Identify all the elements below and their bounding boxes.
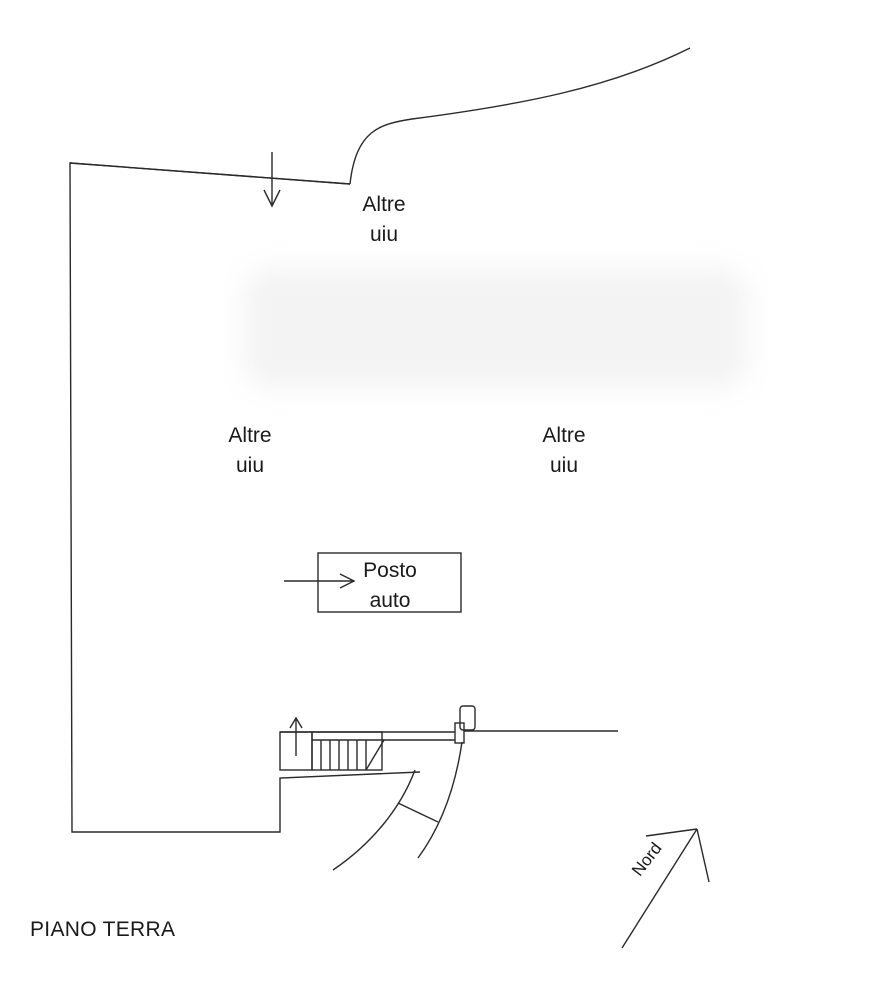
outer-wall-top [69,162,351,185]
label-line: Altre [542,424,586,447]
label-line: Altre [362,193,406,216]
label-line: Altre [228,424,272,447]
redacted-area [244,268,748,388]
gate-pillar [454,705,618,744]
stairs-up-arrow-icon [289,716,303,756]
curved-boundary [349,47,691,185]
label-altre-uiu-right: Altre uiu [532,421,596,481]
label-line: auto [369,589,411,612]
plan-title: PIANO TERRA [30,918,176,941]
label-line: uiu [235,454,265,477]
entrance-arrow-icon [263,152,281,208]
posto-auto-box [317,552,462,613]
posto-auto-arrow-icon [284,573,356,589]
label-altre-uiu-left: Altre uiu [218,421,282,481]
label-altre-uiu-top: Altre uiu [352,190,416,250]
ramp [332,741,463,871]
label-line: Posto [363,559,417,582]
stairs [279,731,455,771]
label-line: uiu [549,454,579,477]
label-posto-auto: Posto auto [354,556,426,616]
label-line: uiu [369,223,399,246]
north-arrow-icon [621,828,710,949]
